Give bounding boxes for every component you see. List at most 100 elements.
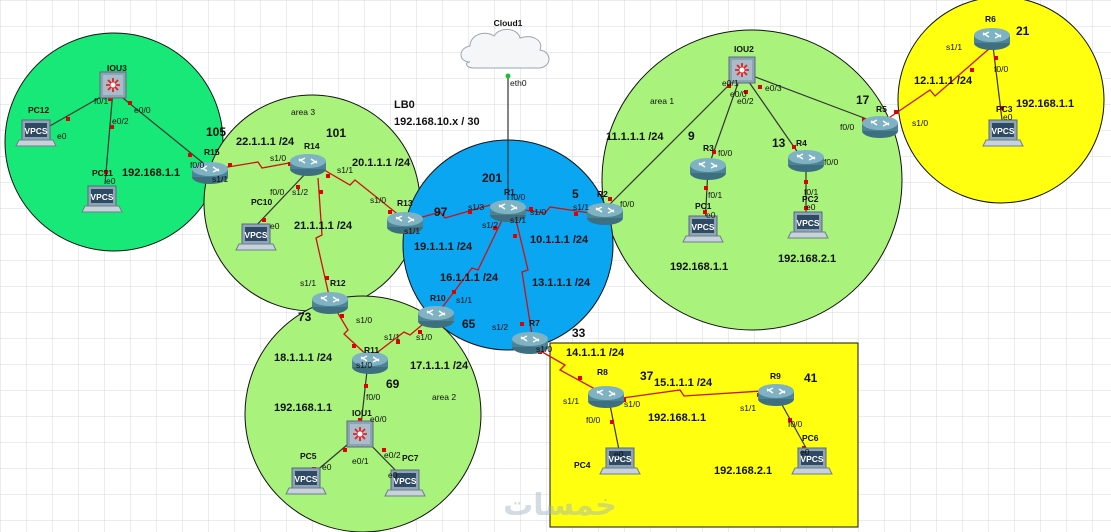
iou1-label: IOU1	[352, 408, 372, 418]
svg-text:5: 5	[572, 187, 579, 201]
r11-label: R11	[364, 345, 379, 355]
svg-text:e0/0: e0/0	[730, 89, 747, 99]
lb0-subnet: 192.168.10.x / 30	[394, 116, 480, 128]
svg-text:s1/1: s1/1	[563, 396, 579, 406]
router-r4-icon[interactable]	[787, 149, 825, 173]
svg-text:e0/2: e0/2	[384, 450, 401, 460]
pc5-screen-label: VPCS	[294, 474, 317, 484]
svg-text:s1/0: s1/0	[416, 332, 432, 342]
lan-labels: 192.168.1.1 192.168.1.1 192.168.2.1 192.…	[122, 98, 1074, 477]
router-r5-icon[interactable]	[861, 115, 899, 139]
svg-text:s1/2: s1/2	[292, 187, 308, 197]
svg-text:s1/0: s1/0	[536, 344, 552, 354]
subnet-22: 22.1.1.1 /24	[236, 136, 295, 148]
svg-text:f0/0: f0/0	[718, 148, 732, 158]
zone-area-1	[601, 29, 903, 331]
router-r12-icon[interactable]	[311, 291, 349, 315]
svg-text:37: 37	[640, 369, 654, 383]
watermark-logo: خمسات	[503, 488, 617, 523]
router-r3-icon[interactable]	[689, 157, 727, 181]
svg-text:s1/0: s1/0	[370, 195, 386, 205]
svg-text:33: 33	[572, 326, 586, 340]
svg-text:s1/1: s1/1	[510, 215, 526, 225]
router-r8-icon[interactable]	[587, 385, 625, 409]
subnet-15: 15.1.1.1 /24	[654, 377, 713, 389]
svg-text:e0: e0	[614, 449, 624, 459]
svg-text:192.168.2.1: 192.168.2.1	[714, 465, 772, 477]
cloud1-port-label: eth0	[510, 78, 527, 88]
pc3-label: PC3	[996, 104, 1013, 114]
svg-text:9: 9	[688, 129, 695, 143]
svg-text:s1/0: s1/0	[912, 118, 928, 128]
r15-label: R15	[204, 147, 220, 157]
router-r10-icon[interactable]	[417, 305, 455, 329]
pc6-label: PC6	[802, 433, 819, 443]
pc2-screen-label: VPCS	[796, 218, 819, 228]
svg-text:f0/0: f0/0	[994, 64, 1008, 74]
svg-text:e0: e0	[806, 202, 816, 212]
svg-text:192.168.1.1: 192.168.1.1	[670, 261, 728, 273]
svg-text:e0/2: e0/2	[737, 96, 754, 106]
subnet-17: 17.1.1.1 /24	[410, 360, 469, 372]
svg-text:e0: e0	[106, 176, 116, 186]
svg-text:69: 69	[386, 377, 400, 391]
svg-text:101: 101	[326, 126, 346, 140]
svg-text:f0/1: f0/1	[708, 190, 722, 200]
svg-text:s1/1: s1/1	[212, 174, 228, 184]
svg-text:f0/0: f0/0	[586, 415, 600, 425]
router-r2-icon[interactable]	[586, 202, 624, 226]
subnet-12: 12.1.1.1 /24	[914, 75, 973, 87]
router-r14-icon[interactable]	[289, 153, 327, 177]
svg-text:e0/1: e0/1	[722, 78, 739, 88]
svg-text:s1/1: s1/1	[456, 295, 472, 305]
svg-text:e0: e0	[706, 210, 716, 220]
svg-text:s1/1: s1/1	[300, 278, 316, 288]
router-r6-icon[interactable]	[973, 27, 1011, 51]
subnet-19: 19.1.1.1 /24	[414, 241, 473, 253]
svg-text:s1/1: s1/1	[404, 226, 420, 236]
svg-text:17: 17	[856, 93, 870, 107]
pc1-label: PC1	[695, 201, 712, 211]
r14-label: R14	[304, 141, 320, 151]
svg-text:e0: e0	[322, 462, 332, 472]
pc1-screen-label: VPCS	[691, 222, 714, 232]
router-r9-icon[interactable]	[757, 383, 795, 407]
svg-text:41: 41	[804, 371, 818, 385]
svg-text:192.168.1.1: 192.168.1.1	[1016, 98, 1074, 110]
r10-label: R10	[430, 293, 446, 303]
r4-label: R4	[796, 138, 807, 148]
svg-text:105: 105	[206, 125, 226, 139]
svg-text:s1/0: s1/0	[624, 399, 640, 409]
subnet-16: 16.1.1.1 /24	[440, 272, 499, 284]
svg-text:97: 97	[434, 205, 448, 219]
svg-text:s1/1: s1/1	[384, 332, 400, 342]
switch-iou1-icon[interactable]	[346, 420, 374, 448]
device-names: Cloud1 eth0 R1 R2 R3 R4 R5 R6 R7 R8 R9 R…	[28, 14, 1013, 470]
cloud-icon[interactable]	[460, 29, 550, 69]
svg-text:e0: e0	[800, 447, 810, 457]
zone-r6-stub	[897, 0, 1105, 204]
switch-iou3-icon[interactable]	[99, 71, 127, 99]
pc6-screen-label: VPCS	[800, 454, 823, 464]
svg-text:s1/0: s1/0	[530, 207, 546, 217]
svg-text:e0: e0	[57, 131, 67, 141]
area-numbers: 105 101 201 97 5 9 13 17 21 73 65 69 33 …	[206, 24, 1030, 391]
svg-text:e0/1: e0/1	[352, 456, 369, 466]
port-labels: f0/1 e0/0 e0/2 e0 e0 f0/0 s1/1 s1/0 s1/1…	[57, 42, 1013, 480]
svg-text:f0/0: f0/0	[788, 419, 802, 429]
svg-text:65: 65	[462, 317, 476, 331]
svg-text:s1/0: s1/0	[356, 315, 372, 325]
pc2-label: PC2	[802, 194, 819, 204]
pc10-screen-label: VPCS	[244, 230, 267, 240]
svg-text:13: 13	[772, 136, 786, 150]
svg-text:s1/1: s1/1	[337, 165, 353, 175]
subnet-18: 18.1.1.1 /24	[274, 352, 333, 364]
svg-text:f0/0: f0/0	[190, 160, 204, 170]
svg-text:e0/0: e0/0	[370, 414, 387, 424]
cloud1-label: Cloud1	[494, 18, 523, 28]
pc3-screen-label: VPCS	[991, 126, 1014, 136]
pc11-label: PC11	[92, 168, 113, 178]
svg-text:e0: e0	[270, 221, 280, 231]
svg-text:s1/1: s1/1	[573, 202, 589, 212]
